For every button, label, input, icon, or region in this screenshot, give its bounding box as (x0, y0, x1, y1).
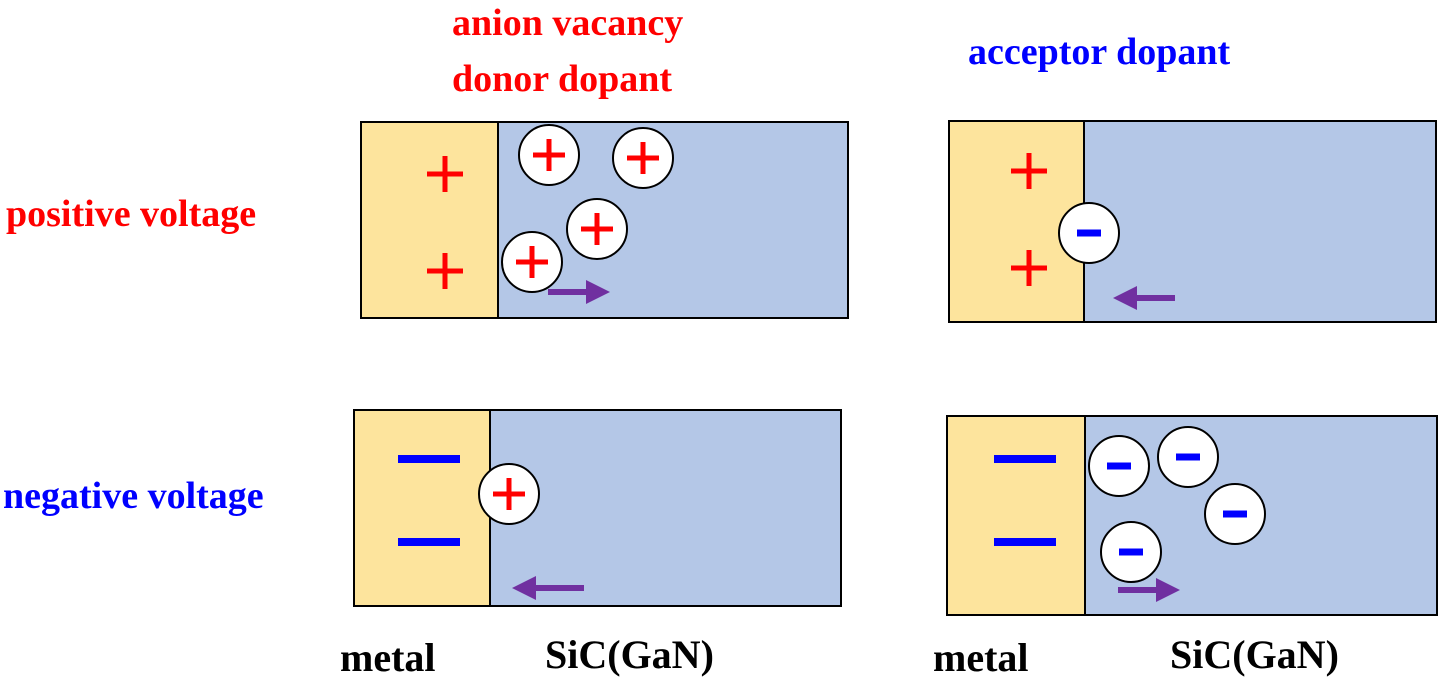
negative-carrier (1100, 521, 1162, 583)
label-left-metal: metal (340, 635, 436, 680)
positive-carrier (566, 198, 628, 260)
label-right-metal: metal (933, 635, 1029, 680)
negative-carrier (1157, 426, 1219, 488)
negative-carrier (1204, 483, 1266, 545)
positive-carrier (478, 463, 540, 525)
negative-carrier (1058, 202, 1120, 264)
positive-carrier (612, 127, 674, 189)
header-donor-line2: donor dopant (452, 58, 673, 100)
panel-acceptor-negative (946, 415, 1438, 616)
metal-plus-sign (1011, 250, 1047, 286)
semiconductor-region (489, 409, 842, 607)
metal-plus-sign (1011, 153, 1047, 189)
panel-acceptor-positive (948, 120, 1437, 323)
header-donor-line1: anion vacancy (452, 2, 684, 44)
panel-donor-positive (360, 121, 849, 319)
positive-carrier (501, 231, 563, 293)
positive-carrier (518, 124, 580, 186)
header-acceptor: acceptor dopant (968, 31, 1231, 73)
metal-region (946, 415, 1086, 616)
panel-donor-negative (353, 409, 842, 607)
row-label-negative: negative voltage (3, 475, 264, 517)
metal-region (360, 121, 499, 319)
metal-region (353, 409, 491, 607)
metal-plus-sign (427, 156, 463, 192)
metal-plus-sign (427, 253, 463, 289)
row-label-positive: positive voltage (6, 193, 257, 235)
semiconductor-region (1083, 120, 1437, 323)
label-left-semiconductor: SiC(GaN) (545, 632, 714, 677)
label-right-semiconductor: SiC(GaN) (1170, 632, 1339, 677)
negative-carrier (1088, 435, 1150, 497)
